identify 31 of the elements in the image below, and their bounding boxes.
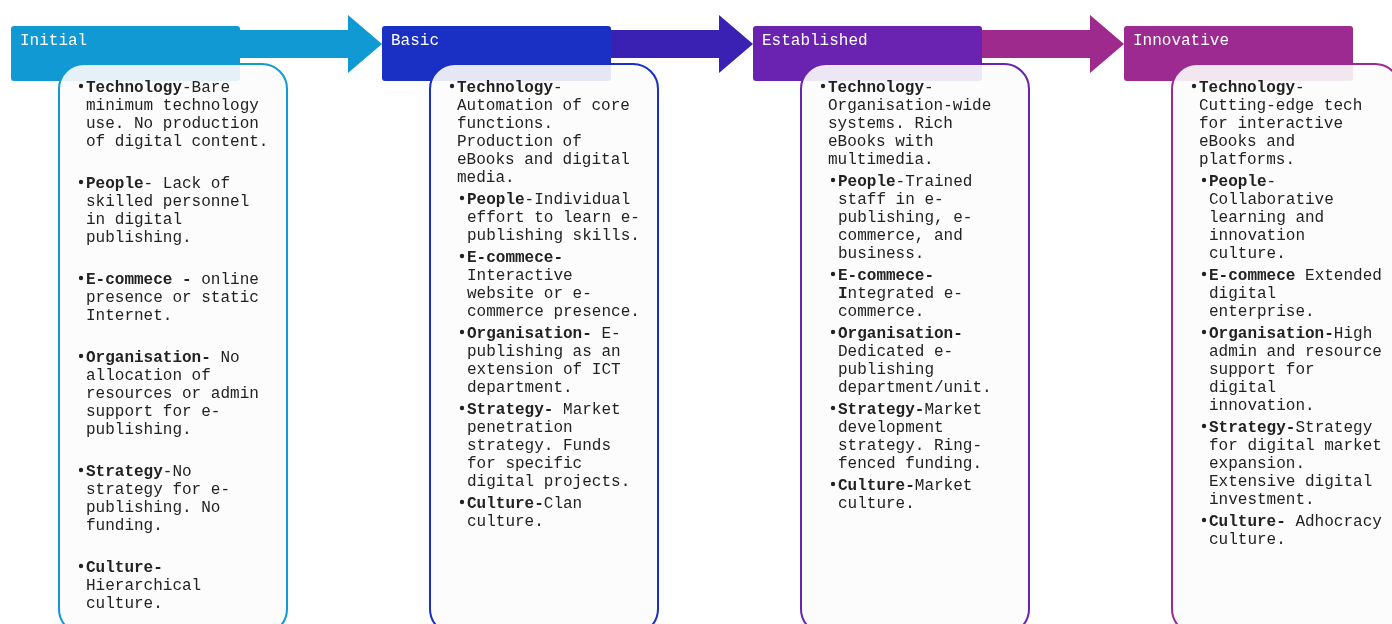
bullet-text: Technology-Bare minimum technology use. No production of digital content. [86, 79, 269, 151]
bullet-text: Culture-Clan culture. [467, 495, 583, 531]
bullet-text: People-Individual effort to learn e-publishing skills. [467, 191, 640, 245]
bullet-text: E-commece- Integrated e-commerce. [838, 267, 963, 321]
bullet-text: Technology- Cutting-edge tech for interactive eBooks and platforms. [1199, 79, 1363, 169]
bullet-text: Culture- Adhocracy culture. [1209, 513, 1382, 549]
bullet-text: Culture-Market culture. [838, 477, 973, 513]
bullet-text: E-commece - online presence or static Internet. [86, 271, 259, 325]
bullet-text: Organisation- No allocation of resources or admin support for e-publishing. [86, 349, 259, 439]
bullet-text: E-commece- Interactive website or e-commerce presence. [467, 249, 640, 321]
bullet-text: Organisation-High admin and resource support for digital innovation. [1209, 325, 1382, 415]
bullet-text: Strategy- Market penetration strategy. Funds for specific digital projects. [467, 401, 631, 491]
bullet-text: Culture- Hierarchical culture. [86, 559, 202, 613]
bullet-text: Organisation- E-publishing as an extension of ICT department. [467, 325, 621, 397]
stage-card [58, 63, 288, 624]
bullet-text: Technology- Automation of core functions. Production of eBooks and digital media. [457, 79, 630, 187]
block-arrow [240, 15, 382, 73]
bullet-text: People-Trained staff in e-publishing, e-commerce, and business. [838, 173, 973, 263]
bullet-text: Strategy-No strategy for e-publishing. No funding. [86, 463, 231, 535]
stage-card [1171, 63, 1392, 624]
block-arrow [982, 15, 1124, 73]
stage-card [800, 63, 1030, 624]
stage-card [429, 63, 659, 624]
block-arrow [611, 15, 753, 73]
bullet-text: Strategy-Market development strategy. Ring-fenced funding. [838, 401, 983, 473]
bullet-text: Strategy-Strategy for digital market expansion. Extensive digital investment. [1209, 419, 1382, 509]
bullet-text: Organisation- Dedicated e-publishing department/unit. [838, 325, 992, 397]
bullet-text: People- Lack of skilled personnel in digital publishing. [86, 175, 250, 247]
bullet-text: E-commece Extended digital enterprise. [1209, 267, 1382, 321]
bullet-text: Technology- Organisation-wide systems. Rich eBooks with multimedia. [828, 79, 992, 169]
bullet-text: People- Collaborative learning and innovation culture. [1209, 173, 1334, 263]
